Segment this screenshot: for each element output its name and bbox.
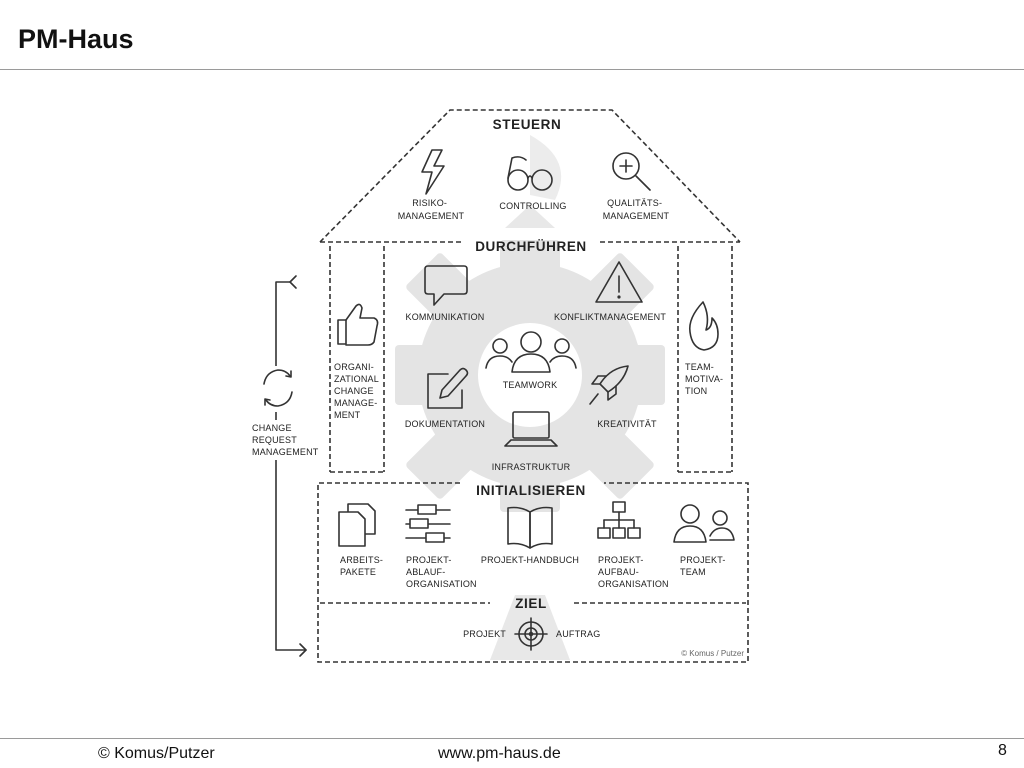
middle-item-label: KONFLIKTMANAGEMENT [554, 312, 666, 322]
middle-item-label: TEAMWORK [503, 380, 558, 390]
lightning-icon [421, 149, 445, 195]
base-heading: ZIEL [515, 596, 547, 611]
roof-heading: STEUERN [493, 117, 562, 132]
roof-item-label: CONTROLLING [499, 201, 566, 211]
foundation-item-label: PROJEKT- TEAM [680, 555, 728, 577]
foundation-item-label: PROJEKT-HANDBUCH [481, 555, 579, 565]
base-left-label: PROJEKT [463, 629, 506, 639]
gantt-icon [405, 504, 451, 543]
middle-heading: DURCHFÜHREN [475, 239, 587, 254]
team-icon [485, 331, 577, 373]
arrow-left-icon [289, 275, 297, 289]
footer-url: www.pm-haus.de [438, 745, 561, 762]
roof-item-label: RISIKO- MANAGEMENT [398, 198, 465, 221]
roof-item-label: QUALITÄTS- MANAGEMENT [603, 198, 670, 221]
base-right-label: AUFTRAG [556, 629, 600, 639]
change-request-cycle: CHANGE REQUEST MANAGEMENT [248, 275, 324, 657]
flame-icon [688, 301, 719, 351]
footer-copyright: © Komus/Putzer [98, 745, 215, 762]
foundation-item-label: PROJEKT- ABLAUF- ORGANISATION [406, 555, 477, 589]
cycle-arrows-icon [263, 369, 293, 407]
roof-section: STEUERN RISIKO- MANAGEMENT CONTROLLING Q… [319, 109, 741, 243]
roof-outline [319, 109, 741, 243]
foundation-section: INITIALISIEREN ARBEITS- PAKETE PROJEKT- … [317, 482, 749, 663]
gear-background [395, 135, 665, 660]
speech-bubble-icon [424, 265, 468, 306]
pillars [329, 246, 733, 473]
foundation-item-label: PROJEKT- AUFBAU- ORGANISATION [598, 555, 669, 589]
cycle-bracket-line [275, 281, 307, 651]
two-people-icon [673, 504, 735, 543]
rocket-icon [589, 365, 629, 405]
right-pillar-label: TEAM- MOTIVA- TION [685, 362, 726, 396]
middle-item-label: KOMMUNIKATION [406, 312, 485, 322]
foundation-heading: INITIALISIEREN [476, 483, 586, 498]
middle-item-label: KREATIVITÄT [597, 419, 657, 429]
thumbs-up-icon [337, 303, 379, 346]
footer-divider [0, 738, 1024, 739]
org-chart-icon [597, 501, 641, 539]
laptop-icon [504, 411, 558, 447]
slide-title: PM-Haus [18, 24, 134, 54]
side-cycle-label: CHANGE REQUEST MANAGEMENT [252, 423, 319, 457]
documents-icon [338, 503, 376, 547]
page-number: 8 [998, 742, 1007, 759]
magnifier-plus-icon [612, 152, 651, 191]
pencil-square-icon [427, 367, 469, 409]
title-divider [0, 69, 1024, 70]
middle-items: KOMMUNIKATION KONFLIKTMANAGEMENT TEAMWOR… [405, 261, 666, 472]
glasses-icon [507, 156, 553, 191]
warning-icon [595, 261, 643, 303]
diagram-credit: © Komus / Putzer [681, 649, 744, 658]
arrow-right-icon [299, 643, 307, 657]
middle-item-label: DOKUMENTATION [405, 419, 485, 429]
target-icon [514, 617, 548, 651]
open-book-icon [507, 506, 553, 549]
left-pillar-label: ORGANI- ZATIONAL CHANGE MANAGE- MENT [334, 362, 381, 420]
foundation-item-label: ARBEITS- PAKETE [340, 555, 386, 577]
middle-item-label: INFRASTRUKTUR [492, 462, 571, 472]
